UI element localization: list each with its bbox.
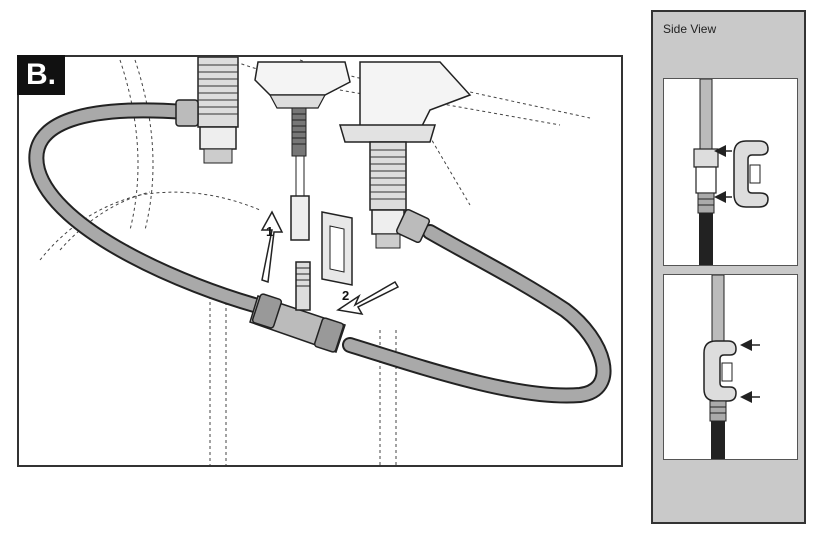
side-view-inset-installed: [663, 274, 798, 460]
callout-step-1: 1: [266, 224, 273, 239]
step-label-badge: B.: [17, 55, 65, 95]
center-spout-base: [254, 61, 351, 241]
side-view-inset-open: [663, 78, 798, 266]
supply-hose-loop: [28, 102, 612, 404]
left-faucet-shank: [197, 57, 239, 164]
callout-step-2: 2: [342, 288, 349, 303]
tee-fitting: [249, 261, 346, 353]
hose-connector-right: [395, 208, 431, 244]
sink-outline-dashed: [39, 59, 591, 465]
arrow-step-1: [260, 210, 284, 284]
hose-connector-left: [175, 99, 199, 127]
side-view-title: Side View: [663, 22, 717, 36]
retaining-clip: [321, 211, 353, 286]
side-view-panel: Side View: [651, 10, 806, 524]
side-view-open-clip-illustration: [693, 79, 769, 265]
right-faucet-shank: [369, 141, 407, 249]
arrow-step-2: [336, 280, 400, 315]
side-view-installed-clip-illustration: [703, 275, 760, 459]
right-faucet-handle: [338, 61, 472, 143]
